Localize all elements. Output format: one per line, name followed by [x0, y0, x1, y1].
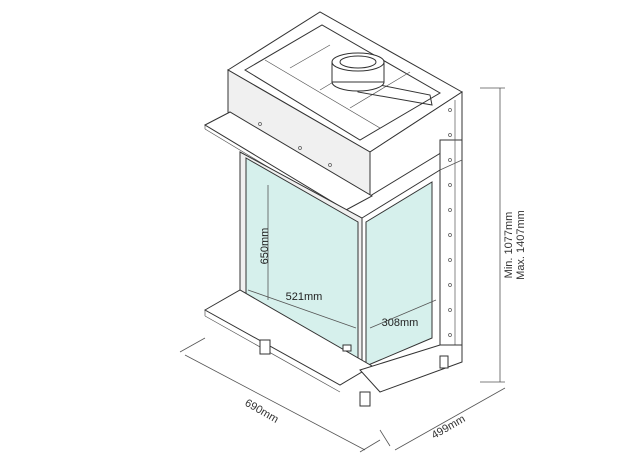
total-depth-label: 499mm [430, 413, 468, 442]
dimension-lines [179, 87, 506, 453]
glass-depth-label: 308mm [382, 317, 419, 329]
glass-width-label: 521mm [286, 291, 323, 303]
base-legs [259, 339, 463, 407]
height-min-label: Min. 1077mm [503, 212, 515, 279]
rivet-holes [258, 108, 452, 337]
flue-collar [331, 52, 385, 92]
glass-height-label: 650mm [259, 228, 271, 265]
total-width-label: 690mm [243, 397, 281, 426]
height-max-label: Max. 1407mm [515, 210, 527, 280]
